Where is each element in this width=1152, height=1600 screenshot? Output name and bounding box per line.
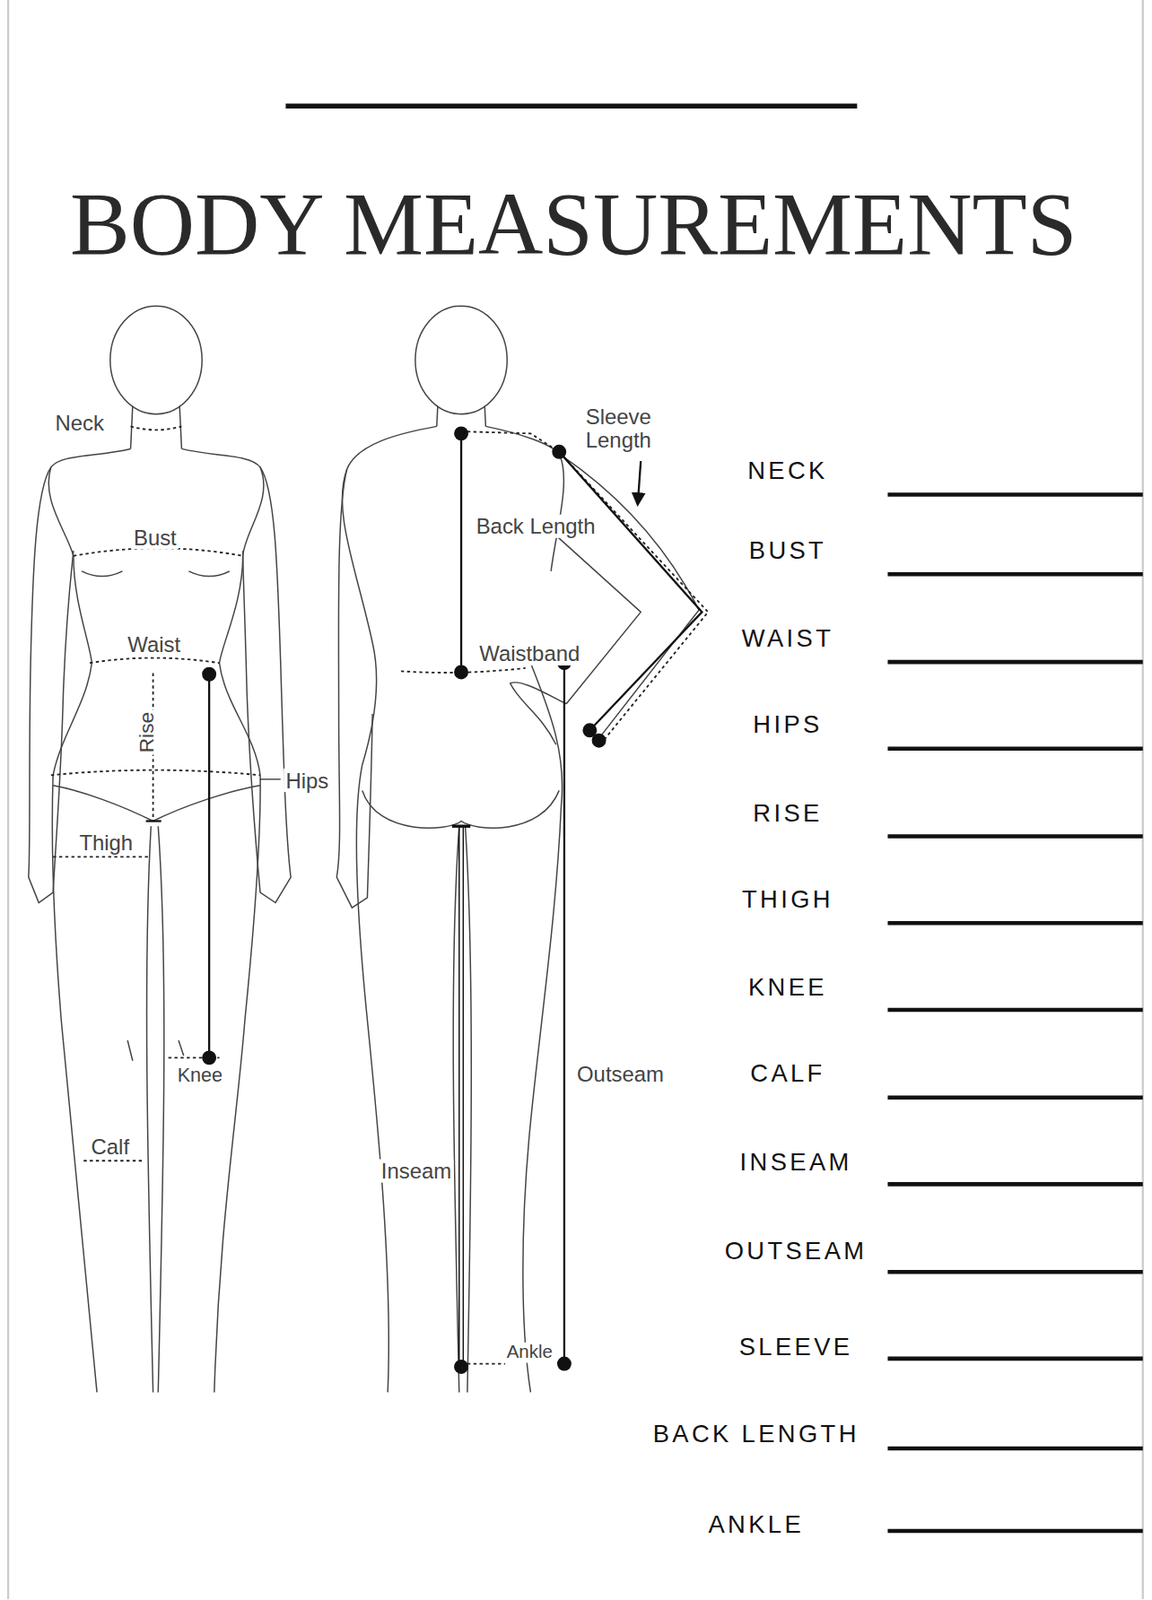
page-title: BODY MEASUREMENTS bbox=[69, 179, 1077, 270]
back-figure bbox=[336, 305, 699, 1393]
form-label: SLEEVE bbox=[739, 1334, 854, 1362]
form-label: ANKLE bbox=[707, 1511, 804, 1539]
measurement-label: Ankle bbox=[504, 1343, 555, 1364]
form-label: KNEE bbox=[748, 974, 828, 1002]
page-edge bbox=[7, 0, 9, 1600]
measure-guides bbox=[51, 426, 261, 1161]
form-label: OUTSEAM bbox=[724, 1238, 868, 1266]
measurement-label: Waist bbox=[125, 633, 183, 657]
measurement-label: Neck bbox=[52, 411, 106, 436]
form-label: BACK LENGTH bbox=[653, 1421, 860, 1449]
measure-lines bbox=[452, 427, 703, 1374]
form-label: CALF bbox=[750, 1061, 825, 1089]
form-label: HIPS bbox=[752, 712, 822, 740]
measurement-label: Sleeve Length bbox=[584, 404, 681, 453]
form-label: WAIST bbox=[741, 625, 834, 653]
measurement-label: Bust bbox=[131, 525, 179, 550]
form-label: RISE bbox=[752, 801, 822, 829]
measure-guides bbox=[401, 431, 708, 1364]
answer-lines bbox=[887, 495, 1143, 1532]
measure-lines bbox=[146, 668, 281, 1065]
title-rule bbox=[285, 103, 857, 109]
measurement-label: Back Length bbox=[473, 514, 597, 539]
measurement-label: Hips bbox=[283, 768, 331, 793]
measurement-label: Waistband bbox=[477, 642, 583, 666]
measurement-label: Calf bbox=[88, 1134, 131, 1159]
measurement-label: Rise bbox=[134, 710, 158, 756]
measurement-label: Knee bbox=[174, 1065, 225, 1088]
form-label: THIGH bbox=[741, 886, 834, 914]
measurement-label: Thigh bbox=[77, 830, 135, 855]
form-label: NECK bbox=[747, 457, 828, 485]
measurement-label: Inseam bbox=[379, 1159, 454, 1183]
form-label: BUST bbox=[749, 537, 827, 565]
measurement-label: Outseam bbox=[575, 1062, 666, 1086]
front-figure bbox=[28, 305, 291, 1393]
form-label: INSEAM bbox=[740, 1150, 853, 1178]
